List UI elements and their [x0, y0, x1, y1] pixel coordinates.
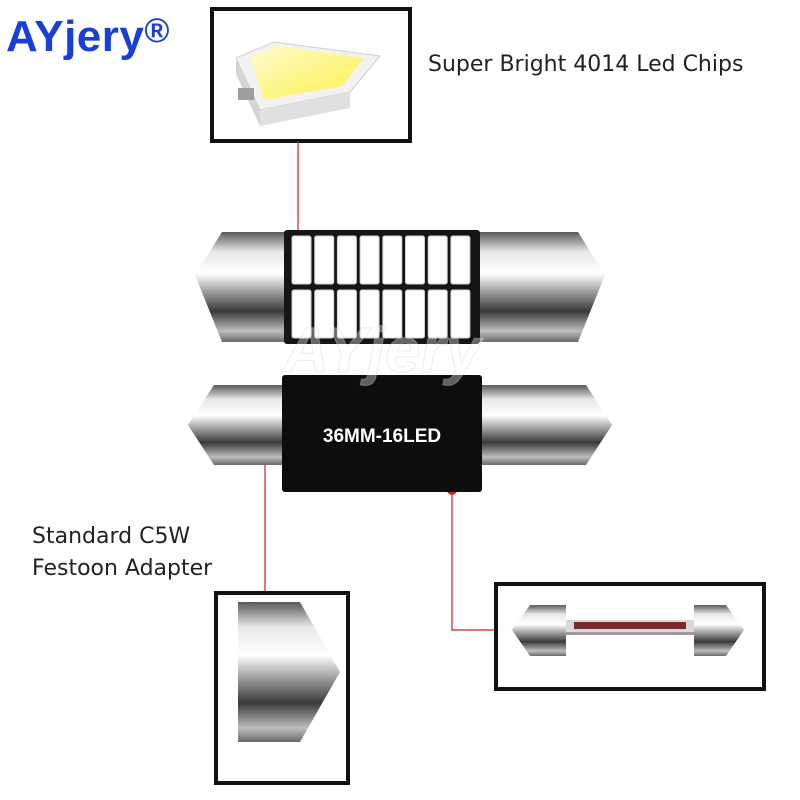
led-chip — [359, 235, 380, 285]
led-chip — [405, 289, 425, 339]
bulb-back-label: 36MM-16LED — [323, 426, 441, 447]
side-view-box — [494, 582, 766, 691]
brand-name: AYjery — [6, 12, 145, 61]
led-chip — [427, 235, 448, 285]
registered-mark: ® — [144, 12, 170, 50]
led-chip — [336, 235, 357, 285]
led-chip — [291, 235, 312, 285]
brand-logo: AYjery® — [6, 12, 170, 62]
metal-cap-icon — [238, 602, 340, 742]
led-chip — [450, 235, 471, 285]
adapter-callout-line2: Festoon Adapter — [32, 556, 213, 581]
adapter-callout-line1: Standard C5W — [32, 524, 191, 549]
led-chip — [427, 289, 448, 339]
chips-callout-label: Super Bright 4014 Led Chips — [428, 52, 744, 77]
led-chip — [405, 235, 425, 285]
led-chip — [382, 289, 403, 339]
led-chip — [314, 289, 335, 339]
led-chip — [450, 289, 471, 339]
led-chip — [336, 289, 357, 339]
festoon-bulb-back — [188, 375, 612, 492]
led-chip — [382, 235, 403, 285]
side-view-bulb-icon — [512, 605, 744, 656]
led-chip — [359, 289, 380, 339]
led-grid — [291, 235, 471, 339]
led-chip — [314, 235, 335, 285]
watermark: AYjery — [281, 314, 484, 386]
led-chip-icon — [235, 41, 381, 126]
led-chip — [291, 289, 312, 339]
